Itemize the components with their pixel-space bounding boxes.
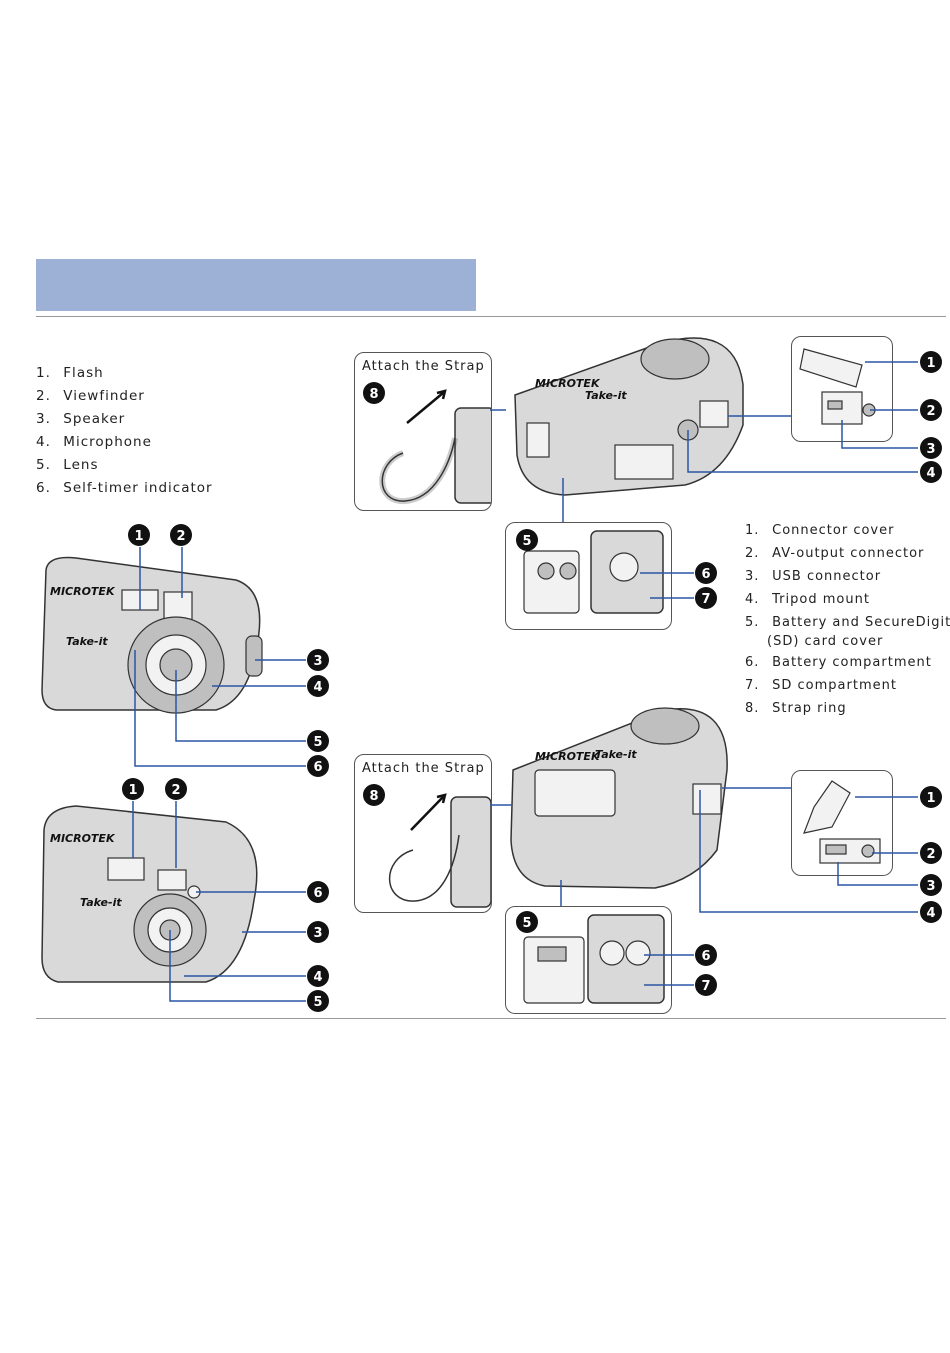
svg-text:4: 4 — [926, 466, 935, 481]
svg-text:5: 5 — [522, 534, 531, 549]
callout-badge: 8 — [363, 784, 385, 806]
list-item: 5. Lens — [36, 457, 99, 473]
list-item: 7. SD compartment — [745, 678, 897, 693]
list-item: 3. Speaker — [36, 411, 126, 427]
svg-text:3: 3 — [313, 654, 322, 669]
callout-badge: 2 — [165, 778, 187, 800]
connector-illustration — [803, 780, 881, 864]
callout-badge: 4 — [307, 965, 329, 987]
strap-illustration — [379, 389, 491, 504]
svg-text:5: 5 — [313, 735, 322, 750]
bottom-divider — [36, 1018, 946, 1019]
callout-badge: 4 — [307, 675, 329, 697]
svg-text:3: 3 — [926, 879, 935, 894]
front-parts-list: 1. Flash 2. Viewfinder 3. Speaker 4. Mic… — [36, 362, 213, 500]
svg-text:2: 2 — [926, 847, 935, 862]
svg-text:1: 1 — [134, 529, 143, 544]
svg-text:3: 3 — [926, 442, 935, 457]
callout-badge: 1 — [128, 524, 150, 546]
callout-badge: 1 — [122, 778, 144, 800]
callout-badge: 7 — [695, 587, 717, 609]
model-logo: Take-it — [595, 748, 637, 761]
strap-box-top: Attach the Strap — [354, 352, 492, 511]
callout-badge: 3 — [307, 921, 329, 943]
svg-text:1: 1 — [926, 356, 935, 371]
callout-badge: 2 — [170, 524, 192, 546]
list-item: 8. Strap ring — [745, 701, 847, 716]
model-logo: Take-it — [66, 635, 108, 648]
callout-badge: 7 — [695, 974, 717, 996]
svg-text:1: 1 — [926, 791, 935, 806]
list-item: 6. Self-timer indicator — [36, 480, 213, 496]
brand-logo: MICROTEK — [50, 832, 116, 845]
callout-badge: 4 — [920, 901, 942, 923]
svg-text:6: 6 — [313, 886, 322, 901]
svg-text:6: 6 — [701, 949, 710, 964]
strap-box-label: Attach the Strap — [362, 359, 485, 374]
connector-inset-bottom — [791, 770, 893, 876]
svg-text:4: 4 — [926, 906, 935, 921]
list-item: 1. Flash — [36, 365, 104, 381]
camera-rear-illustration-top: MICROTEK Take-it — [514, 337, 744, 496]
callout-badge: 3 — [920, 874, 942, 896]
svg-text:2: 2 — [171, 783, 180, 798]
callout-badge: 6 — [307, 881, 329, 903]
svg-text:2: 2 — [926, 404, 935, 419]
svg-text:8: 8 — [369, 387, 378, 402]
callout-badge: 2 — [920, 842, 942, 864]
list-item: 6. Battery compartment — [745, 655, 932, 670]
list-item: 4. Tripod mount — [745, 592, 870, 607]
callout-badge: 8 — [363, 382, 385, 404]
list-item: 3. USB connector — [745, 569, 882, 584]
list-item: 1. Connector cover — [745, 523, 895, 538]
battery-illustration — [523, 530, 664, 614]
brand-logo: MICROTEK — [50, 585, 116, 598]
svg-text:3: 3 — [313, 926, 322, 941]
model-logo: Take-it — [585, 389, 627, 402]
callout-badge: 5 — [516, 911, 538, 933]
callout-badge: 2 — [920, 399, 942, 421]
svg-text:7: 7 — [701, 979, 710, 994]
svg-text:6: 6 — [701, 567, 710, 582]
strap-illustration — [388, 793, 491, 908]
list-item: 4. Microphone — [36, 434, 152, 450]
model-logo: Take-it — [80, 896, 122, 909]
connector-illustration — [799, 348, 876, 425]
svg-text:1: 1 — [128, 783, 137, 798]
brand-logo: MICROTEK — [535, 750, 601, 763]
rear-parts-list: 1. Connector cover 2. AV-output connecto… — [745, 519, 950, 720]
callout-badge: 4 — [920, 461, 942, 483]
callout-badge: 6 — [695, 944, 717, 966]
strap-box-bottom: Attach the Strap — [354, 754, 492, 913]
svg-text:5: 5 — [313, 995, 322, 1010]
strap-box-label: Attach the Strap — [362, 761, 485, 776]
top-divider — [36, 316, 946, 317]
callout-badge: 5 — [307, 990, 329, 1012]
svg-text:4: 4 — [313, 970, 322, 985]
svg-text:8: 8 — [369, 789, 378, 804]
callout-badge: 6 — [695, 562, 717, 584]
callout-badge: 6 — [307, 755, 329, 777]
svg-text:7: 7 — [701, 592, 710, 607]
svg-text:5: 5 — [522, 916, 531, 931]
battery-illustration — [523, 914, 665, 1004]
callout-badge: 5 — [307, 730, 329, 752]
list-item: 2. AV-output connector — [745, 546, 925, 561]
svg-text:6: 6 — [313, 760, 322, 775]
callout-badge: 3 — [920, 437, 942, 459]
battery-inset-top — [505, 522, 672, 630]
brand-logo: MICROTEK — [535, 377, 601, 390]
callout-badge: 1 — [920, 351, 942, 373]
callout-badge: 3 — [307, 649, 329, 671]
camera-rear-illustration-bottom: MICROTEK Take-it — [510, 707, 728, 889]
callout-badge: 1 — [920, 786, 942, 808]
section-title-band — [36, 259, 476, 311]
callout-badge: 5 — [516, 529, 538, 551]
svg-text:2: 2 — [176, 529, 185, 544]
list-item: 2. Viewfinder — [36, 388, 145, 404]
svg-text:4: 4 — [313, 680, 322, 695]
list-item: 5. Battery and SecureDigital(SD) card co… — [745, 615, 950, 649]
